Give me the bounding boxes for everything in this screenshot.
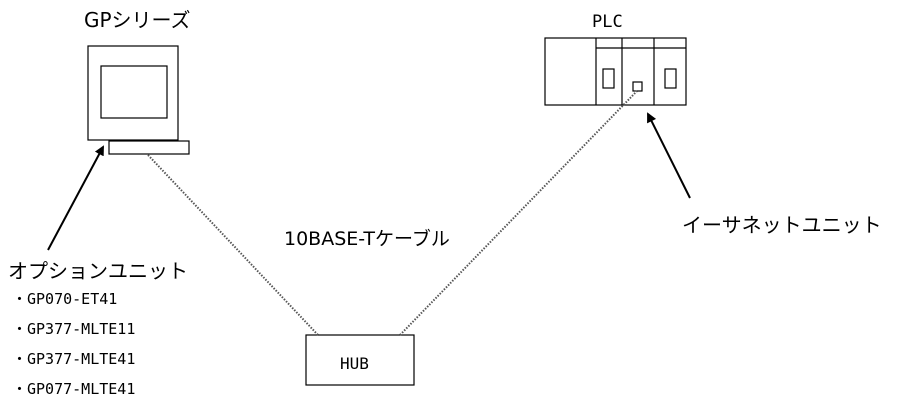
plc-rack <box>544 37 687 106</box>
plc-ethernet-port <box>632 81 643 92</box>
plc-module-slot-1 <box>602 68 615 89</box>
arrow-option-unit <box>47 145 104 251</box>
cable-gp-to-hub <box>147 154 319 336</box>
option-unit-label: オプションユニット <box>8 259 188 283</box>
option-model-item: ・GP070-ET41 <box>12 290 118 308</box>
option-model-item: ・GP077-MLTE41 <box>12 380 136 398</box>
gp-monitor <box>87 45 190 155</box>
cable-hub-to-plc <box>399 90 638 336</box>
plc-body <box>544 37 687 106</box>
plc-module-slot-3 <box>664 68 677 89</box>
ethernet-unit-label: イーサネットユニット <box>682 213 882 237</box>
arrow-ethernet-unit <box>647 112 691 199</box>
gp-option-slot <box>108 140 190 155</box>
plc-label: PLC <box>592 12 623 32</box>
option-model-item: ・GP377-MLTE11 <box>12 320 136 338</box>
cable-label: 10BASE-Tケーブル <box>284 228 450 250</box>
gp-monitor-screen <box>100 65 168 119</box>
gp-series-label: GPシリーズ <box>84 8 191 32</box>
option-model-item: ・GP377-MLTE41 <box>12 350 136 368</box>
hub-box <box>305 334 415 386</box>
hub-label: HUB <box>340 354 369 373</box>
